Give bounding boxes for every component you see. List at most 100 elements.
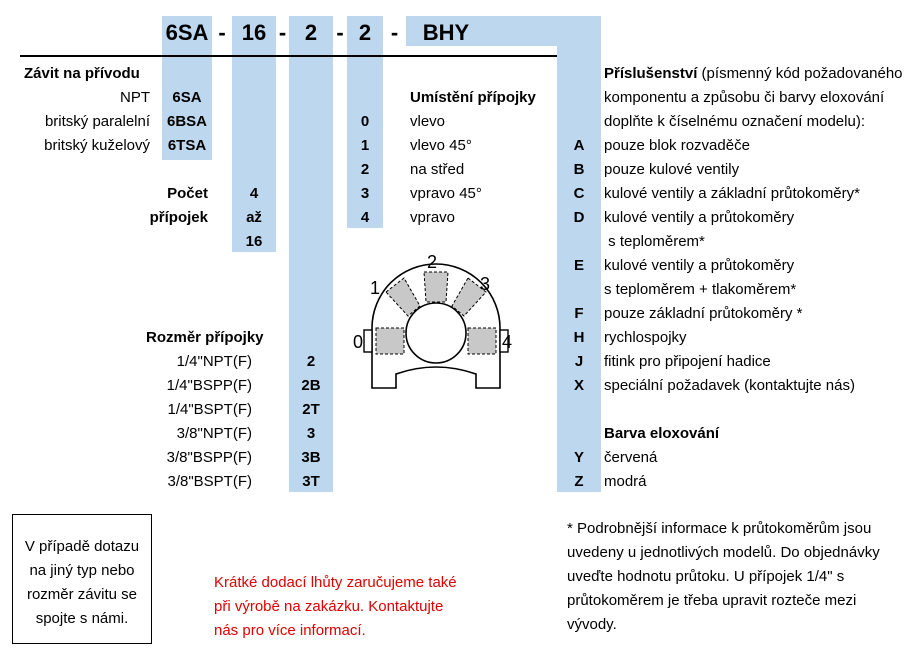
port-segment-3 xyxy=(451,277,487,317)
position-code: 3 xyxy=(360,185,370,202)
size-label: 3/8"BSPP(F) xyxy=(166,449,252,466)
accessory-code: H xyxy=(573,329,585,346)
accessory-label: fitink pro připojení hadice xyxy=(604,353,771,370)
thread-label: britský paralelní xyxy=(44,113,150,130)
accessory-label: kulové ventily a průtokoměry xyxy=(604,209,795,226)
position-label: vpravo 45° xyxy=(410,185,482,202)
accessory-label-cont: s teploměrem + tlakoměrem* xyxy=(604,281,797,298)
code-part-accessories: BHY xyxy=(422,20,470,45)
inquiry-line: spojte s námi. xyxy=(35,610,129,627)
footnote-line: * Podrobnější informace k průtokoměrům j… xyxy=(567,520,872,537)
diagram-label-3: 3 xyxy=(480,274,490,294)
port-position-diagram: 0 1 2 3 4 xyxy=(353,252,512,389)
accessory-label: speciální požadavek (kontaktujte nás) xyxy=(604,377,855,394)
ports-count-value: až xyxy=(246,209,262,226)
thread-code: 6TSA xyxy=(167,137,207,154)
header-rule xyxy=(20,55,557,57)
ports-count-value: 16 xyxy=(245,233,263,250)
accessories-intro: komponentu a způsobu či barvy eloxování xyxy=(604,89,885,106)
thread-code: 6BSA xyxy=(166,113,207,130)
size-code: 3T xyxy=(302,473,320,490)
size-label: 1/4"BSPT(F) xyxy=(167,401,252,418)
accessory-label: kulové ventily a základní průtokoměry* xyxy=(604,185,860,202)
code-separator: - xyxy=(336,20,344,45)
accessory-code: C xyxy=(573,185,585,202)
anodizing-label: červená xyxy=(604,449,658,466)
size-title: Rozměr přípojky xyxy=(146,329,264,346)
position-label: vlevo 45° xyxy=(410,137,472,154)
anodizing-title: Barva eloxování xyxy=(604,425,720,442)
position-label: vpravo xyxy=(410,209,456,226)
position-code: 1 xyxy=(360,137,370,154)
inquiry-line: rozměr závitu se xyxy=(26,586,138,603)
size-code: 3 xyxy=(306,425,316,442)
code-separator: - xyxy=(218,20,226,45)
size-label: 1/4"NPT(F) xyxy=(176,353,252,370)
accessory-label: kulové ventily a průtokoměry xyxy=(604,257,795,274)
footnote-line: uveďte hodnotu průtoku. U přípojek 1/4" … xyxy=(567,568,845,585)
accessories-intro: Příslušenství (písmenný kód požadovaného xyxy=(604,65,903,83)
accessory-code: F xyxy=(574,305,584,322)
port-segment-2 xyxy=(423,271,449,303)
delivery-note-line: Krátké dodací lhůty zaručujeme také xyxy=(214,574,457,591)
accessory-label-cont: s teploměrem* xyxy=(604,233,705,250)
size-code: 2B xyxy=(301,377,321,394)
diagram-label-4: 4 xyxy=(502,332,512,352)
anodizing-code: Z xyxy=(574,473,584,490)
thread-label: britský kuželový xyxy=(44,137,150,154)
accessory-code: D xyxy=(573,209,585,226)
column-accessories xyxy=(557,16,601,492)
column-position xyxy=(347,16,383,228)
port-segment-0 xyxy=(375,327,405,355)
delivery-note-line: při výrobě na zakázku. Kontaktujte xyxy=(214,598,444,615)
position-label: vlevo xyxy=(410,113,446,130)
code-part-ports-count: 16 xyxy=(241,20,267,45)
accessory-code: X xyxy=(573,377,584,394)
code-separator: - xyxy=(278,20,287,45)
accessory-code: E xyxy=(573,257,584,274)
inquiry-box: V případě dotazu na jiný typ nebo rozměr… xyxy=(12,514,152,644)
port-segment-4 xyxy=(467,327,497,355)
size-label: 1/4"BSPP(F) xyxy=(166,377,252,394)
ports-count-value: 4 xyxy=(249,185,259,202)
accessory-label: pouze základní průtokoměry * xyxy=(604,305,803,322)
footnote-line: uvedeny u jednotlivých modelů. Do objedn… xyxy=(567,544,880,561)
size-label: 3/8"NPT(F) xyxy=(176,425,252,442)
anodizing-label: modrá xyxy=(604,473,647,490)
accessory-label: pouze kulové ventily xyxy=(604,161,740,178)
diagram-label-1: 1 xyxy=(370,278,380,298)
footnote-line: vývody. xyxy=(567,616,617,633)
accessory-label: rychlospojky xyxy=(604,329,687,346)
accessories-intro-text: (písmenný kód požadovaného xyxy=(697,65,903,82)
size-code: 3B xyxy=(301,449,321,466)
port-segment-1 xyxy=(385,277,421,317)
inquiry-line: na jiný typ nebo xyxy=(29,562,135,579)
accessory-label: pouze blok rozvaděče xyxy=(604,137,750,154)
diagram-label-0: 0 xyxy=(353,332,363,352)
size-label: 3/8"BSPT(F) xyxy=(167,473,252,490)
code-part-position: 2 xyxy=(358,20,372,45)
accessory-code: A xyxy=(573,137,585,154)
thread-label: NPT xyxy=(120,89,150,106)
accessory-code: J xyxy=(574,353,584,370)
accessory-code: B xyxy=(573,161,585,178)
anodizing-code: Y xyxy=(573,449,584,466)
thread-code: 6SA xyxy=(172,89,202,106)
column-thread xyxy=(162,16,212,160)
code-separator: - xyxy=(390,20,399,45)
code-part-thread: 6SA xyxy=(165,20,209,45)
position-code: 4 xyxy=(360,209,370,226)
position-title: Umístění přípojky xyxy=(410,89,536,106)
accessories-intro: doplňte k číselnému označení modelu): xyxy=(604,113,865,130)
inquiry-line: V případě dotazu xyxy=(24,538,140,555)
delivery-note-line: nás pro více informací. xyxy=(214,622,366,639)
position-label: na střed xyxy=(410,161,465,178)
ports-count-title: přípojek xyxy=(149,209,208,226)
ports-count-title: Počet xyxy=(167,185,208,202)
position-code: 2 xyxy=(360,161,370,178)
footnote-line: průtokoměrem je třeba upravit rozteče me… xyxy=(567,592,857,609)
column-size xyxy=(289,16,333,492)
size-code: 2 xyxy=(306,353,316,370)
diagram-label-2: 2 xyxy=(427,252,437,272)
thread-title: Závit na přívodu xyxy=(24,65,140,82)
